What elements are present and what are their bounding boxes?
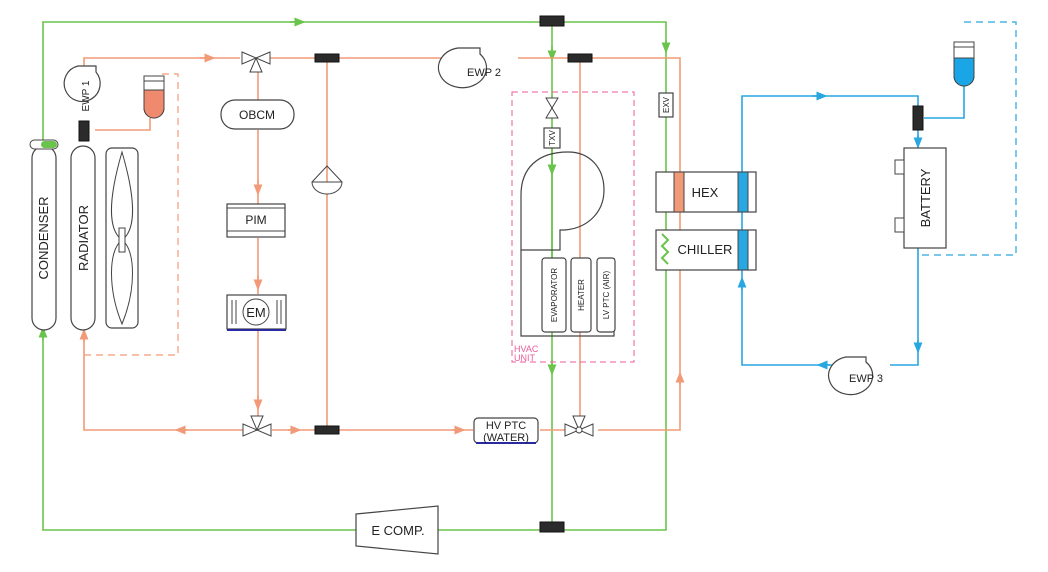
battery-pack: BATTERY — [894, 147, 947, 249]
evaporator: EVAPORATOR — [541, 257, 567, 333]
evaporator-label: EVAPORATOR — [550, 268, 559, 322]
battery-label: BATTERY — [918, 168, 933, 227]
coolant-reservoir — [143, 75, 165, 119]
exv: EXV — [658, 92, 674, 118]
lv-ptc-label: LV PTC (AIR) — [602, 271, 611, 320]
hvac-label-line2: UNIT — [514, 353, 535, 363]
txv: TXV — [543, 127, 561, 149]
three-way-valve-bottom-right — [564, 415, 594, 437]
heater-label: HEATER — [577, 279, 586, 311]
coolant-tee — [78, 120, 90, 142]
hv-ptc-label-line1: HV PTC — [486, 420, 526, 432]
battery-loop-tee — [912, 105, 924, 131]
chiller: CHILLER — [655, 229, 757, 271]
ewp2-label: EWP 2 — [467, 67, 501, 79]
heater-core: HEATER — [570, 257, 592, 333]
electric-motor: EM — [226, 294, 287, 331]
ewp2-pump: EWP 2 — [437, 47, 501, 89]
three-way-valve-top-left — [241, 51, 271, 73]
radiator: RADIATOR — [70, 145, 96, 331]
ewp1-label: EWP 1 — [81, 80, 92, 111]
radiator-label: RADIATOR — [76, 205, 91, 271]
tee-bottom-mid — [314, 425, 340, 435]
condenser: CONDENSER — [29, 139, 59, 331]
exv-label: EXV — [662, 96, 671, 113]
coolant-loop — [79, 53, 685, 435]
ewp3-pump: EWP 3 — [828, 356, 883, 396]
condenser-label: CONDENSER — [36, 196, 51, 279]
hex-label: HEX — [692, 185, 719, 200]
hvac-unit-boundary — [511, 91, 635, 363]
coolant-overflow-dash — [84, 73, 179, 356]
chiller-label: CHILLER — [678, 242, 733, 257]
ewp3-label: EWP 3 — [849, 373, 883, 385]
em-label: EM — [246, 305, 266, 320]
pim: PIM — [226, 203, 286, 238]
txv-label: TXV — [548, 130, 557, 146]
pim-label: PIM — [245, 213, 266, 227]
check-valve-icon — [311, 165, 343, 195]
tee-top-right — [567, 53, 593, 63]
tee-top-refrigerant — [539, 15, 565, 27]
expansion-valve-top — [545, 97, 559, 119]
three-way-valve-bottom-left — [242, 415, 272, 437]
hv-ptc-label-line2: (WATER) — [483, 432, 529, 444]
obcm: OBCM — [220, 99, 295, 130]
tee-top-mid — [314, 53, 340, 63]
hvac-label-line1: HVAC — [514, 344, 539, 354]
obcm-label: OBCM — [239, 108, 275, 122]
lv-ptc-air: LV PTC (AIR) — [596, 257, 616, 333]
heat-exchanger: HEX — [655, 171, 757, 213]
tee-bottom-refrigerant — [539, 521, 565, 533]
radiator-fan — [105, 147, 139, 329]
battery-overflow-dash — [918, 21, 1017, 256]
hv-ptc-water: HV PTC (WATER) — [473, 417, 539, 444]
ecomp-label: E COMP. — [371, 523, 424, 538]
battery-reservoir — [953, 41, 975, 87]
electric-compressor: E COMP. — [355, 505, 439, 555]
ewp1-pump: EWP 1 — [63, 65, 101, 111]
